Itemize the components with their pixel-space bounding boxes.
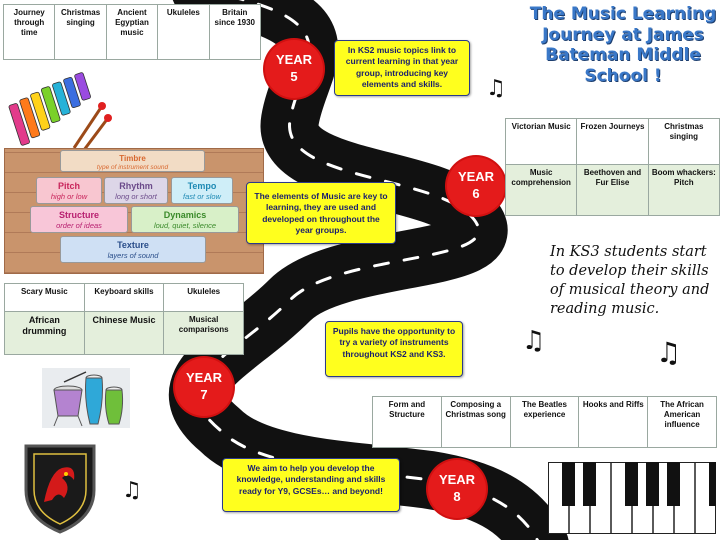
topic-cell: Britain since 1930 <box>208 4 262 60</box>
year7-badge: YEAR 7 <box>175 358 233 416</box>
element-name: Rhythm <box>119 181 153 191</box>
topic-cell: African drumming <box>4 311 85 355</box>
element-desc: loud, quiet, silence <box>153 220 217 230</box>
element-desc: type of instrument sound <box>96 163 169 171</box>
element-pitch: Pitch high or low <box>36 177 102 204</box>
music-note-icon: ♫ <box>486 76 506 101</box>
music-note-icon: ♫ <box>522 326 546 356</box>
element-name: Tempo <box>187 181 217 191</box>
year8-topics-table: Form and Structure Composing a Christmas… <box>372 396 717 448</box>
element-rhythm: Rhythm long or short <box>104 177 168 204</box>
topic-cell: Christmas singing <box>647 118 720 165</box>
develop-info-box: We aim to help you develop the knowledge… <box>222 458 400 512</box>
topic-cell: Composing a Christmas song <box>440 396 511 448</box>
topic-cell: Chinese Music <box>83 311 165 355</box>
topic-cell: Form and Structure <box>372 396 442 448</box>
topic-cell: Frozen Journeys <box>576 118 649 165</box>
ks2-info-box: In KS2 music topics link to current lear… <box>334 40 470 96</box>
topic-cell: Scary Music <box>4 283 85 312</box>
topic-cell: Keyboard skills <box>83 283 165 312</box>
year-label: YEAR <box>275 52 313 68</box>
year-number: 5 <box>290 69 298 84</box>
ks3-note: In KS3 students start to develop their s… <box>550 244 710 317</box>
element-desc: long or short <box>115 191 157 201</box>
year-label: YEAR <box>438 472 476 488</box>
element-dynamics: Dynamics loud, quiet, silence <box>131 206 239 233</box>
year7-topics-table: Scary Music Keyboard skills Ukuleles Afr… <box>4 283 244 355</box>
element-timbre: Timbre type of instrument sound <box>60 150 205 172</box>
topic-cell: Music comprehension <box>504 164 578 216</box>
element-structure: Structure order of ideas <box>30 206 128 233</box>
year8-badge: YEAR 8 <box>428 460 486 518</box>
topic-cell: Hooks and Riffs <box>578 396 649 448</box>
topic-cell: Journey through time <box>2 4 56 60</box>
topic-cell: The Beatles experience <box>509 396 580 448</box>
piano-keys-icon <box>548 462 716 534</box>
element-texture: Texture layers of sound <box>60 236 206 263</box>
element-name: Timbre <box>119 154 146 163</box>
music-note-icon: ♫ <box>656 336 682 369</box>
element-desc: layers of sound <box>107 250 159 260</box>
element-name: Texture <box>117 240 149 250</box>
element-name: Dynamics <box>163 210 207 220</box>
year-number: 7 <box>200 387 208 402</box>
element-tempo: Tempo fast or slow <box>171 177 233 204</box>
topic-cell: Ancient Egyptian music <box>105 4 159 60</box>
element-desc: order of ideas <box>56 220 102 230</box>
xylophone-icon <box>8 72 112 150</box>
topic-cell: Ukuleles <box>157 4 210 60</box>
element-desc: high or low <box>50 191 88 201</box>
topic-cell: Beethoven and Fur Elise <box>576 164 649 216</box>
topic-cell: Boom whackers: Pitch <box>647 164 720 216</box>
element-name: Structure <box>58 210 99 220</box>
element-desc: fast or slow <box>183 191 221 201</box>
page-title: The Music Learning Journey at James Bate… <box>529 4 717 87</box>
topic-cell: The African American influence <box>647 396 717 448</box>
school-crest-icon <box>24 444 96 534</box>
instruments-info-box: Pupils have the opportunity to try a var… <box>325 321 463 377</box>
year6-badge: YEAR 6 <box>447 157 505 215</box>
year-number: 6 <box>472 186 480 201</box>
year-label: YEAR <box>457 169 495 185</box>
topic-cell: Musical comparisons <box>163 311 244 355</box>
topic-cell: Victorian Music <box>504 118 578 165</box>
drums-icon <box>42 368 130 428</box>
year-number: 8 <box>453 489 461 504</box>
year5-topics-table: Journey through time Christmas singing A… <box>2 4 262 60</box>
music-note-icon: ♫ <box>122 478 142 503</box>
elements-info-box: The elements of Music are key to learnin… <box>246 182 396 244</box>
year6-topics-table: Victorian Music Frozen Journeys Christma… <box>504 118 720 216</box>
element-name: Pitch <box>57 181 80 191</box>
year-label: YEAR <box>185 370 223 386</box>
topic-cell: Christmas singing <box>54 4 107 60</box>
year5-badge: YEAR 5 <box>265 40 323 98</box>
topic-cell: Ukuleles <box>163 283 244 312</box>
